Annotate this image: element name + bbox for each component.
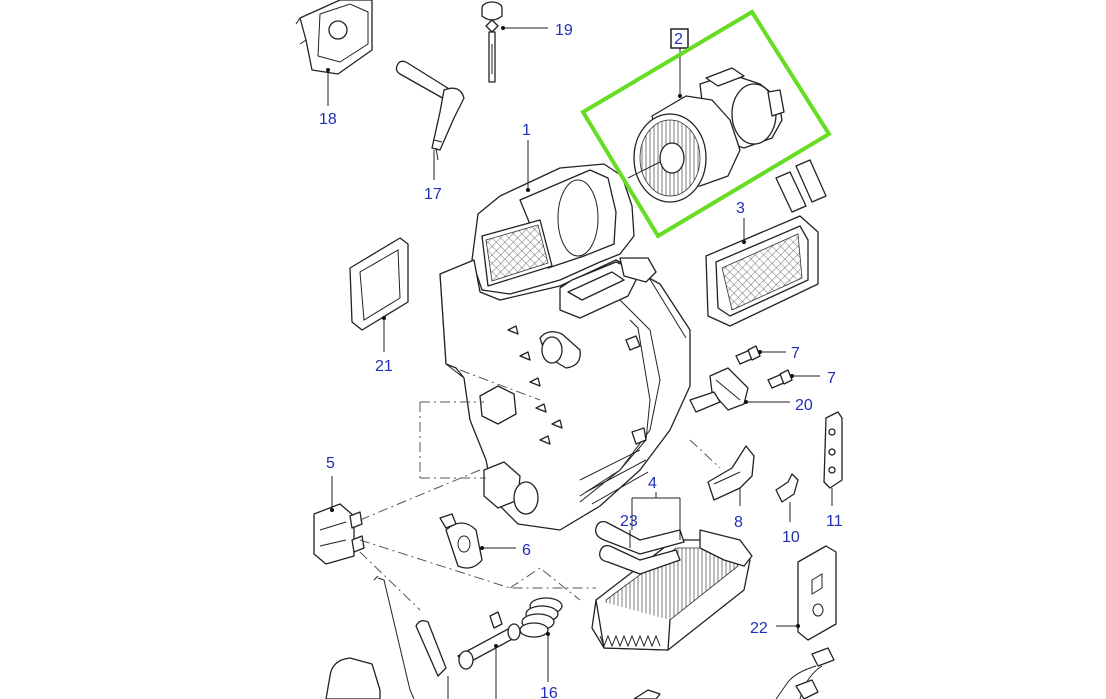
callout-20[interactable]: 20 — [795, 397, 813, 414]
part-16-spring[interactable] — [519, 597, 563, 682]
callout-8[interactable]: 8 — [734, 514, 743, 531]
part-lower-duct[interactable] — [325, 657, 381, 699]
part-17-control-lever[interactable] — [395, 60, 465, 180]
callout-3[interactable]: 3 — [736, 200, 745, 217]
callout-19[interactable]: 19 — [555, 22, 573, 39]
leader-4 — [631, 492, 681, 540]
part-wiring-connector[interactable] — [775, 647, 835, 699]
part-6-flap-actuator[interactable] — [439, 513, 516, 569]
part-bottom-fitting[interactable] — [633, 689, 661, 699]
part-21-gasket[interactable] — [349, 237, 409, 352]
callout-16[interactable]: 16 — [540, 685, 558, 699]
highlight-frame — [580, 9, 832, 239]
part-1-heater-housing[interactable] — [439, 140, 691, 531]
callout-17[interactable]: 17 — [424, 186, 442, 203]
callout-6[interactable]: 6 — [522, 542, 531, 559]
callout-21[interactable]: 21 — [375, 358, 393, 375]
part-11-bracket[interactable] — [823, 411, 843, 506]
part-10-clip[interactable] — [775, 473, 799, 522]
assembly-guide-lines — [359, 369, 721, 611]
part-4-evaporator[interactable] — [591, 529, 753, 651]
callout-10[interactable]: 10 — [782, 529, 800, 546]
part-control-rod[interactable] — [373, 575, 415, 699]
callout-22[interactable]: 22 — [750, 620, 768, 637]
callout-18[interactable]: 18 — [319, 111, 337, 128]
part-19-sensor[interactable] — [481, 1, 548, 83]
part-7-screw-b[interactable] — [767, 369, 820, 389]
part-8-clip[interactable] — [707, 445, 755, 506]
callout-7a[interactable]: 7 — [791, 345, 800, 362]
callout-5[interactable]: 5 — [326, 455, 335, 472]
part-5-actuator[interactable] — [313, 476, 365, 565]
callout-2-box — [670, 28, 689, 49]
part-23-pipe-assembly[interactable] — [595, 520, 685, 575]
part-2-blower-motor[interactable] — [627, 48, 785, 203]
callout-1[interactable]: 1 — [522, 122, 531, 139]
part-20-resistor[interactable] — [689, 367, 790, 413]
callout-7b[interactable]: 7 — [827, 370, 836, 387]
callout-23[interactable]: 23 — [620, 513, 638, 530]
part-shaft-and-lever[interactable] — [415, 611, 521, 699]
callout-4[interactable]: 4 — [648, 475, 657, 492]
part-7-screw-a[interactable] — [735, 345, 786, 365]
callout-11[interactable]: 11 — [826, 513, 843, 530]
callout-2[interactable]: 2 — [674, 31, 683, 48]
part-22-cover-plate[interactable] — [776, 545, 837, 641]
part-18-actuator-bracket[interactable] — [295, 0, 373, 106]
part-3-heater-core[interactable] — [705, 159, 827, 327]
